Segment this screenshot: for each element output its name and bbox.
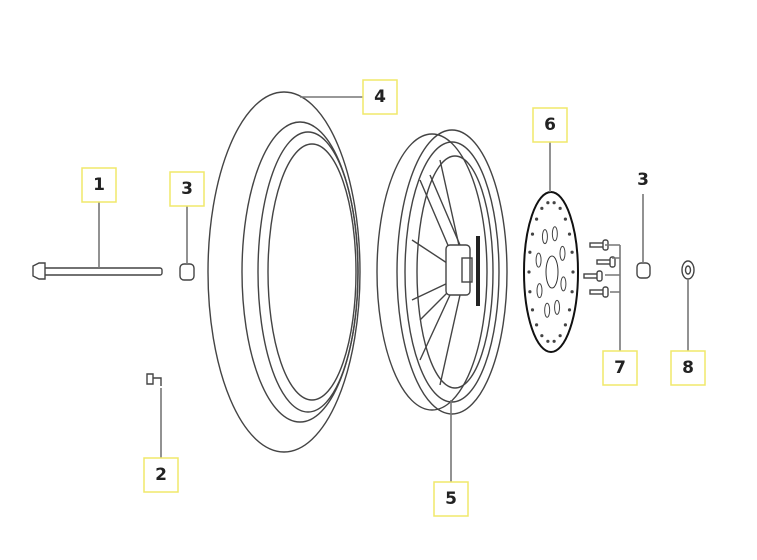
callout-number: 8 xyxy=(682,358,694,378)
callout-box xyxy=(362,79,398,115)
disc-slot xyxy=(536,283,543,299)
disc-slot xyxy=(560,276,567,292)
axle-nut-part xyxy=(681,260,695,280)
callouts: 1 2 3 3 4 5 6 7 8 xyxy=(81,79,706,517)
disc-hole xyxy=(552,339,556,343)
disc-hole xyxy=(528,290,532,294)
disc-hole xyxy=(570,290,574,294)
callout-1: 1 xyxy=(81,167,117,203)
callout-number: 3 xyxy=(637,170,649,190)
disc-hole xyxy=(567,308,572,312)
disc-hole xyxy=(546,201,550,205)
callout-box xyxy=(81,167,117,203)
bolt xyxy=(583,270,603,282)
spacer-right-part xyxy=(636,262,651,279)
disc-slot xyxy=(559,245,566,261)
callout-number: 4 xyxy=(374,87,386,107)
callout-number: 6 xyxy=(544,115,556,135)
disc-hole xyxy=(571,270,575,274)
disc-hole xyxy=(558,334,562,338)
disc-hole xyxy=(534,217,539,221)
callout-7: 7 xyxy=(602,350,638,386)
callout-4: 4 xyxy=(362,79,398,115)
disc-slot xyxy=(541,229,548,245)
callout-number: 5 xyxy=(445,489,457,509)
disc-slot xyxy=(535,252,542,268)
callout-box xyxy=(433,481,469,517)
disc-hole xyxy=(530,308,535,312)
callout-2: 2 xyxy=(143,457,179,493)
callout-6: 6 xyxy=(532,107,568,143)
disc-hole xyxy=(546,339,550,343)
disc-hole xyxy=(540,206,544,210)
disc-slot xyxy=(551,226,558,242)
callout-box xyxy=(532,107,568,143)
disc-hole xyxy=(563,217,568,221)
callout-box xyxy=(670,350,706,386)
disc-hole xyxy=(534,323,539,327)
callout-number: 1 xyxy=(93,175,105,195)
callout-box xyxy=(602,350,638,386)
callout-number: 3 xyxy=(181,179,193,199)
tire-part xyxy=(207,91,361,453)
disc-hole xyxy=(567,232,572,236)
disc-hole xyxy=(558,206,562,210)
callout-3a: 3 xyxy=(169,171,205,207)
disc-hole xyxy=(563,323,568,327)
disc-hole xyxy=(552,201,556,205)
disc-bolts-part xyxy=(583,239,616,298)
callout-5: 5 xyxy=(433,481,469,517)
callout-number: 7 xyxy=(614,358,626,378)
valve-part xyxy=(146,373,162,386)
callout-8: 8 xyxy=(670,350,706,386)
callout-number: 2 xyxy=(155,465,167,485)
callout-3b: 3 xyxy=(637,170,649,190)
disc-slot xyxy=(554,299,561,315)
brake-disc-part xyxy=(523,191,579,353)
bolt xyxy=(589,286,609,298)
disc-hole xyxy=(540,334,544,338)
disc-hole xyxy=(527,270,531,274)
rim-part xyxy=(376,129,508,415)
spacer-left-part xyxy=(179,263,195,281)
axle-part xyxy=(32,262,163,280)
leader-lines xyxy=(98,96,689,482)
disc-hole xyxy=(530,232,535,236)
disc-hole xyxy=(528,250,532,254)
disc-slot xyxy=(544,302,551,318)
callout-box xyxy=(169,171,205,207)
disc-hole xyxy=(570,250,574,254)
bolt xyxy=(596,256,616,268)
callout-box xyxy=(143,457,179,493)
